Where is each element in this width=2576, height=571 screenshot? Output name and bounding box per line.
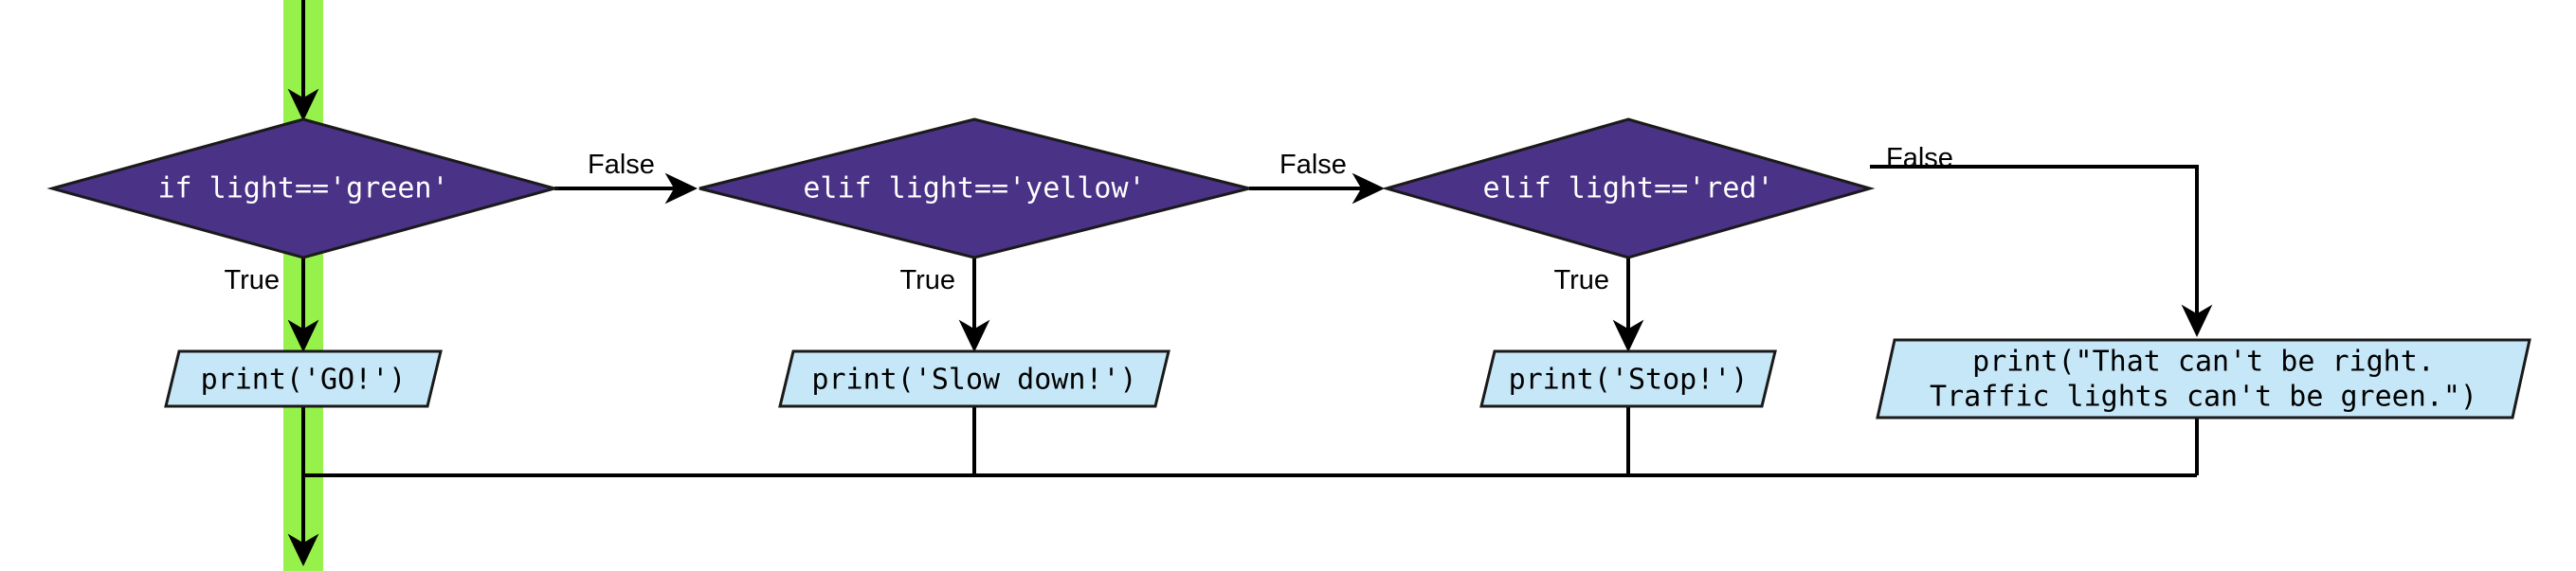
node-decision-yellow[interactable]: elif light=='yellow' bbox=[698, 117, 1250, 259]
decision-yellow-label: elif light=='yellow' bbox=[803, 172, 1145, 205]
edge-label-true-3: True bbox=[1553, 265, 1609, 295]
edge-label-true-2: True bbox=[899, 265, 955, 295]
edge-label-true-1: True bbox=[224, 265, 280, 295]
edges-group: decision-yellow --> process-go --> decis… bbox=[287, 0, 2213, 567]
decision-red-label: elif light=='red' bbox=[1482, 172, 1773, 205]
decision-red-diamond[interactable] bbox=[1381, 117, 1876, 259]
process-cannot-be-green-label-line2: Traffic lights can't be green.") bbox=[1930, 381, 2477, 414]
process-cannot-be-green-parallelogram[interactable] bbox=[1876, 338, 2531, 419]
node-decision-green[interactable]: if light=='green' bbox=[46, 117, 560, 259]
node-process-stop[interactable]: print('Stop!') bbox=[1479, 349, 1777, 408]
process-go-label: print('GO!') bbox=[201, 364, 407, 397]
node-decision-red[interactable]: elif light=='red' bbox=[1381, 117, 1876, 259]
node-process-go[interactable]: print('GO!') bbox=[164, 349, 443, 408]
edge-label-false-2: False bbox=[1279, 150, 1347, 180]
process-slow-down-label: print('Slow down!') bbox=[811, 364, 1136, 397]
process-stop-label: print('Stop!') bbox=[1509, 364, 1749, 397]
decision-green-label: if light=='green' bbox=[157, 172, 448, 205]
edge-red-false-to-cannot-be-green bbox=[1870, 165, 2213, 338]
node-process-cannot-be-green[interactable]: print("That can't be right. Traffic ligh… bbox=[1876, 338, 2531, 419]
node-process-slow-down[interactable]: print('Slow down!') bbox=[778, 349, 1170, 408]
process-cannot-be-green-label-line1: print("That can't be right. bbox=[1972, 346, 2435, 379]
process-slow-down-parallelogram[interactable] bbox=[778, 349, 1170, 408]
edge-label-false-1: False bbox=[588, 150, 655, 180]
decision-green-diamond[interactable] bbox=[46, 117, 560, 259]
decision-yellow-diamond[interactable] bbox=[698, 117, 1250, 259]
edge-labels-group: False False False True True True bbox=[224, 143, 1952, 295]
edge-label-false-3: False bbox=[1886, 143, 1953, 173]
process-go-parallelogram[interactable] bbox=[164, 349, 443, 408]
process-stop-parallelogram[interactable] bbox=[1479, 349, 1777, 408]
